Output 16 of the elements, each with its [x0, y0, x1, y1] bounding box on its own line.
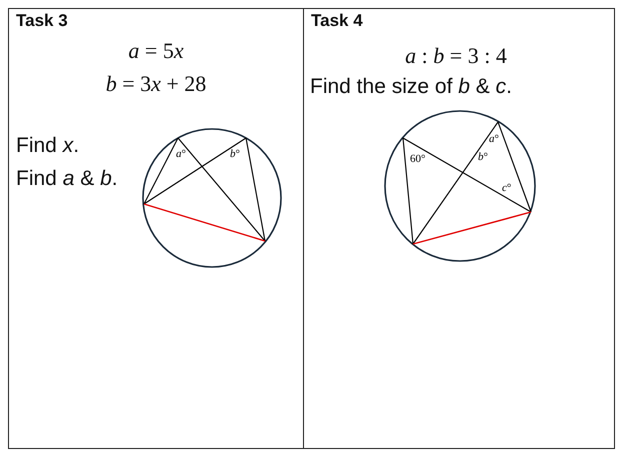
- angle-label: b°: [478, 152, 488, 163]
- task-heading: Task 3: [16, 12, 68, 31]
- task-panel: [8, 8, 304, 449]
- angle-label: b°: [230, 149, 240, 160]
- question-text: Find the size of b & c.: [310, 75, 512, 98]
- task-heading: Task 4: [311, 12, 363, 31]
- angle-label: a°: [176, 149, 186, 160]
- angle-label: c°: [502, 183, 512, 194]
- equation: a : b = 3 : 4: [405, 44, 507, 68]
- task-panel: [303, 8, 615, 449]
- angle-label: a°: [489, 134, 499, 145]
- equation: a = 5x: [128, 39, 184, 64]
- equation: b = 3x + 28: [106, 72, 206, 96]
- question-text: Find a & b.: [16, 167, 118, 190]
- question-text: Find x.: [16, 134, 80, 158]
- angle-label: 60°: [410, 154, 426, 165]
